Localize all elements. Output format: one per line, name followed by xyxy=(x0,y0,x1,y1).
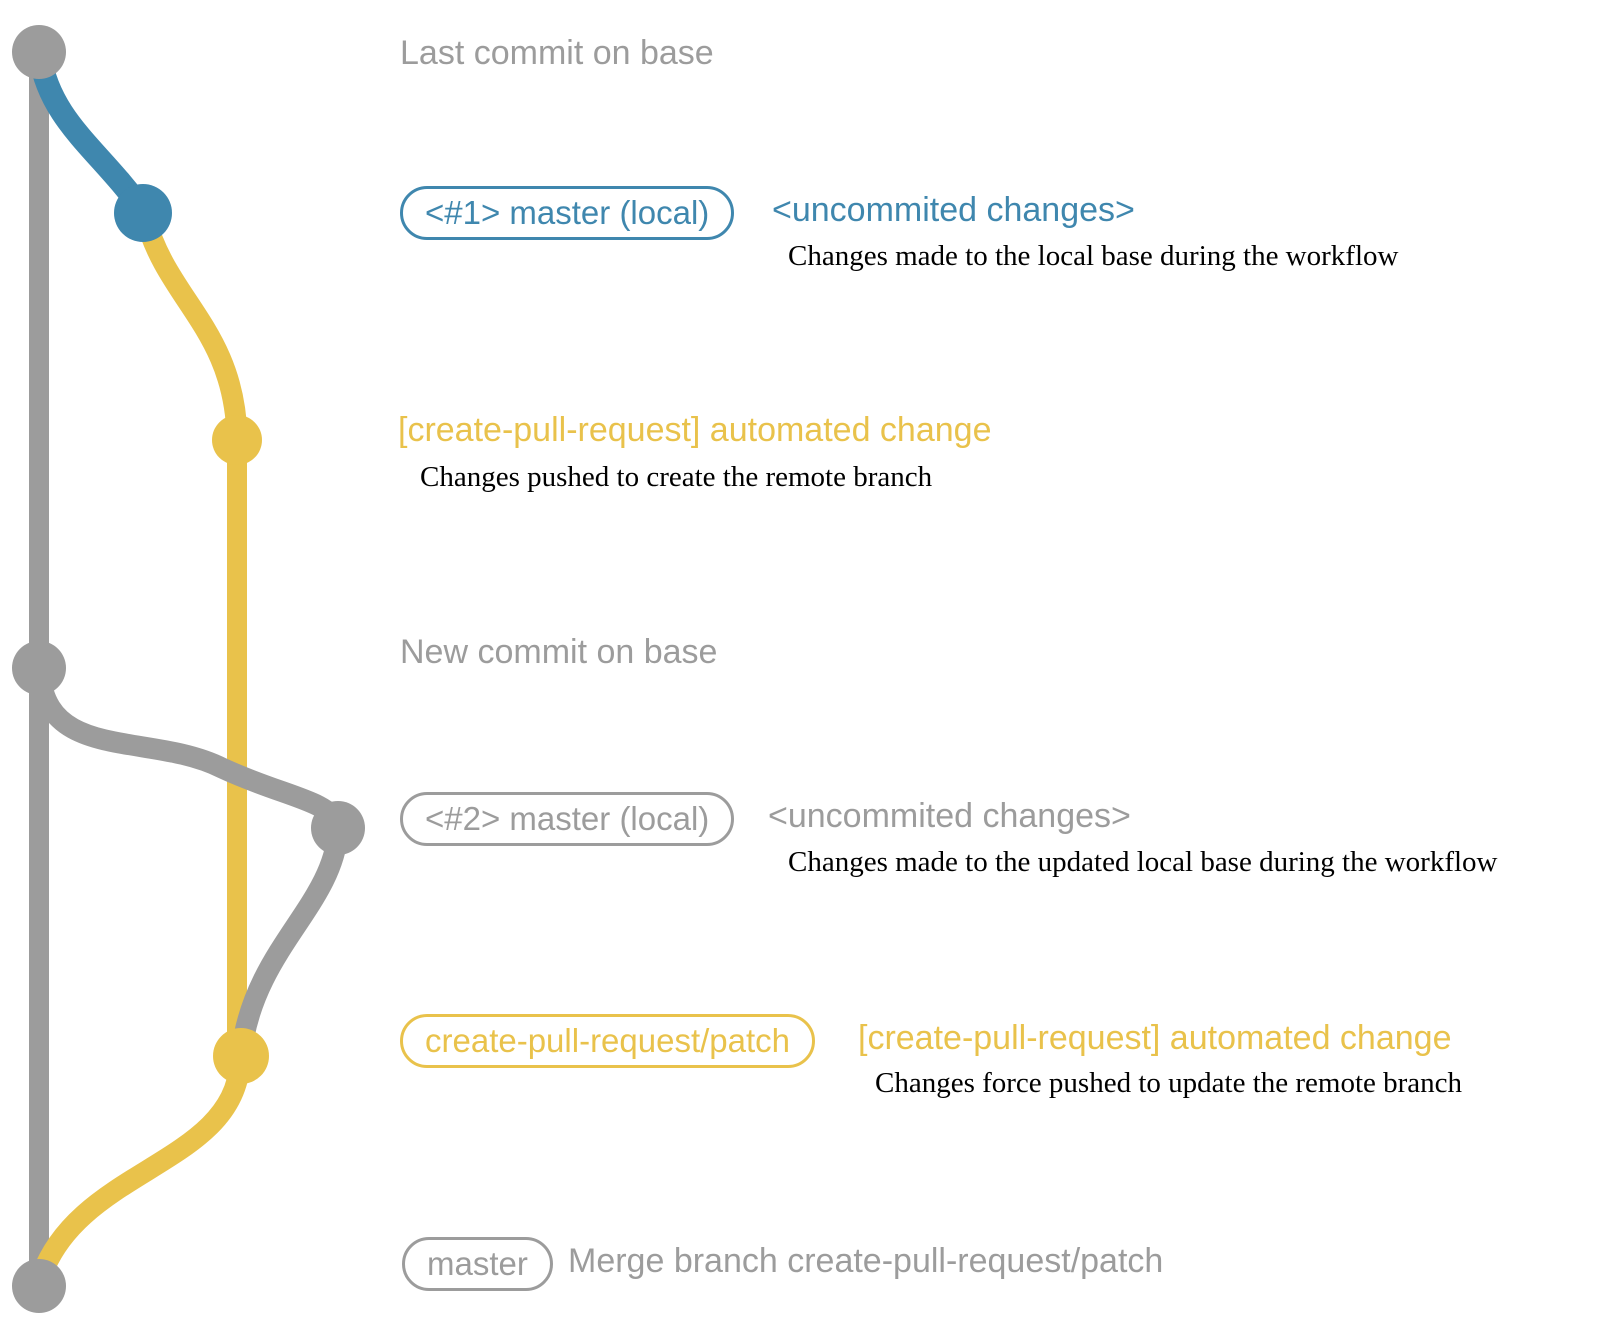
commit-dot-remote-update xyxy=(213,1028,269,1084)
force-push-curve xyxy=(231,821,349,1059)
caption-last-commit-on-base: Last commit on base xyxy=(400,34,714,72)
commit-dot-merge xyxy=(12,1259,66,1313)
commit-dot-master-local-2 xyxy=(311,801,365,855)
description-automated-2: Changes force pushed to update the remot… xyxy=(875,1067,1463,1099)
commit-message-uncommited-2: <uncommited changes> xyxy=(768,797,1131,835)
branch-badge-master-local-2: <#2> master (local) xyxy=(400,792,735,846)
commit-message-automated-1: [create-pull-request] automated change xyxy=(398,411,992,449)
description-automated-1: Changes pushed to create the remote bran… xyxy=(420,461,933,493)
updated-local-branch-curve xyxy=(29,661,349,835)
branch-badge-master-local-1: <#1> master (local) xyxy=(400,186,735,240)
caption-new-commit-on-base: New commit on base xyxy=(400,633,718,671)
commit-dot-new-base xyxy=(12,641,66,695)
commit-message-automated-2: [create-pull-request] automated change xyxy=(858,1019,1452,1057)
commit-dot-last-base xyxy=(12,25,66,79)
merge-curve xyxy=(29,1051,251,1291)
commit-dot-remote-create xyxy=(212,415,262,465)
branch-badge-create-pull-request-patch: create-pull-request/patch xyxy=(400,1014,816,1068)
description-uncommited-2: Changes made to the updated local base d… xyxy=(788,846,1498,878)
commit-message-uncommited-1: <uncommited changes> xyxy=(772,191,1135,229)
description-uncommited-1: Changes made to the local base during th… xyxy=(788,240,1399,272)
commit-message-merge: Merge branch create-pull-request/patch xyxy=(568,1242,1164,1280)
branch-badge-master: master xyxy=(402,1237,553,1291)
local-changes-branch-1-curve xyxy=(28,44,154,222)
remote-branch-create-curve xyxy=(135,209,248,447)
commit-dot-master-local-1 xyxy=(114,184,172,242)
